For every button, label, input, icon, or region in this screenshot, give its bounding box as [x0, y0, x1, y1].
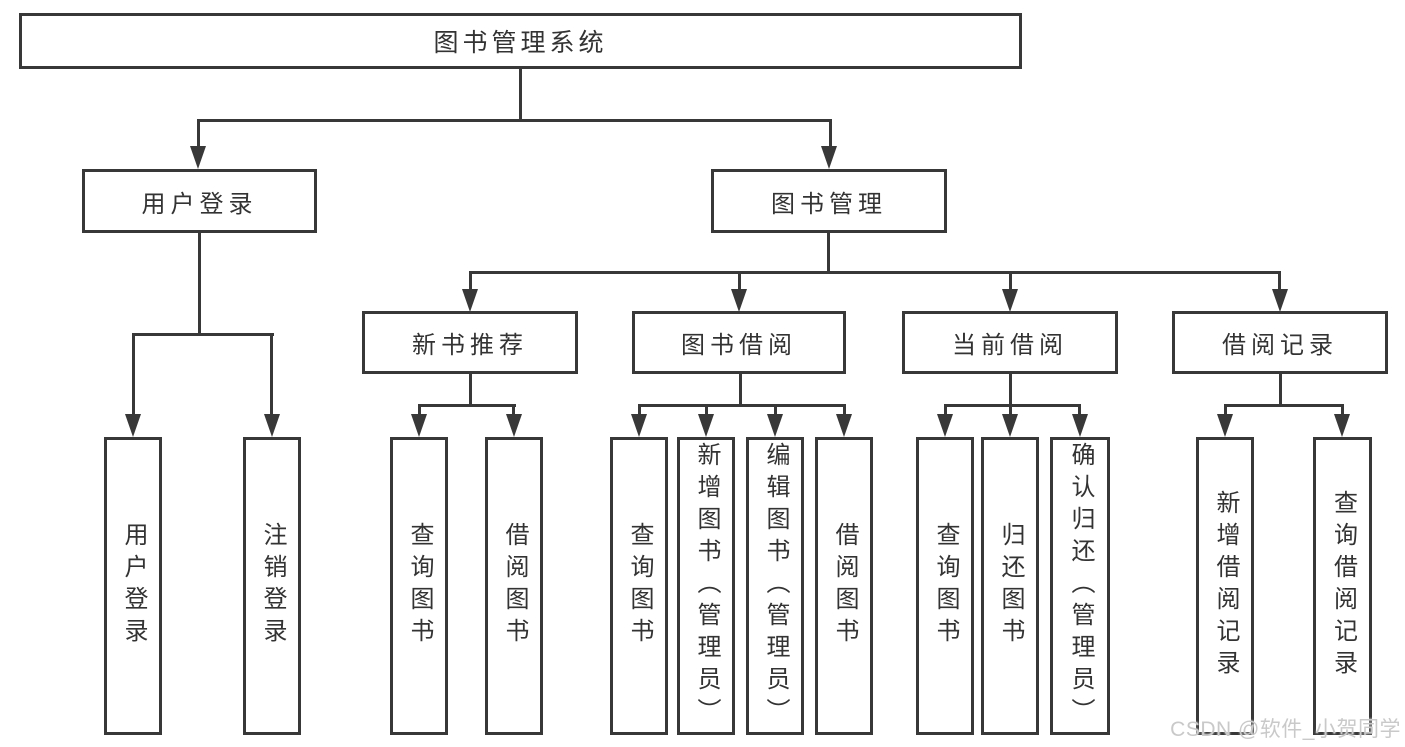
node-user-login: 用户登录 — [82, 169, 317, 233]
edge-drop-leaf — [512, 404, 515, 417]
arrowhead-down-icon — [1217, 414, 1233, 437]
edge-drop-leaf — [944, 404, 947, 417]
leaf-return-books: 归还图书 — [981, 437, 1039, 735]
edge-drop-user-login — [197, 119, 200, 149]
node-book-borrowing: 图书借阅 — [632, 311, 846, 374]
leaf-label: 新增图书（管理员） — [693, 442, 720, 730]
edge-drop-currentborrow — [1009, 271, 1012, 293]
leaf-label: 编辑图书（管理员） — [762, 442, 789, 730]
edge-drop-book-mgmt — [829, 119, 832, 149]
edge-drop-leaf — [1224, 404, 1227, 417]
leaf-borrow-books-recommend: 借阅图书 — [485, 437, 543, 735]
edge-bookmgmt-branch — [469, 271, 1281, 274]
leaf-label: 注销登录 — [259, 522, 286, 650]
leaf-label: 查询图书 — [626, 522, 653, 650]
edge-drop-leaf — [418, 404, 421, 417]
arrowhead-down-icon — [190, 146, 206, 169]
arrowhead-down-icon — [698, 414, 714, 437]
arrowhead-down-icon — [1272, 289, 1288, 312]
node-label: 当前借阅 — [952, 332, 1068, 359]
edge-drop-borrowrecords — [1278, 271, 1281, 293]
leaf-label: 新增借阅记录 — [1212, 490, 1239, 682]
leaf-label: 确认归还（管理员） — [1067, 442, 1094, 730]
leaf-label: 用户登录 — [120, 522, 147, 650]
arrowhead-down-icon — [411, 414, 427, 437]
leaf-user-login: 用户登录 — [104, 437, 162, 735]
edge-drop-leaf — [132, 333, 135, 417]
leaf-add-borrow-record: 新增借阅记录 — [1196, 437, 1254, 735]
leaf-add-books-admin: 新增图书（管理员） — [677, 437, 735, 735]
edge-drop-leaf — [1341, 404, 1344, 417]
leaf-label: 查询图书 — [406, 522, 433, 650]
edge-newbook-stem — [469, 374, 472, 407]
node-label: 用户登录 — [141, 190, 258, 218]
leaf-query-books-current: 查询图书 — [916, 437, 974, 735]
edge-userlogin-stem — [198, 233, 201, 336]
edge-drop-leaf — [774, 404, 777, 417]
leaf-label: 借阅图书 — [831, 522, 858, 650]
node-book-management: 图书管理 — [711, 169, 947, 233]
leaf-borrow-books-borrowing: 借阅图书 — [815, 437, 873, 735]
arrowhead-down-icon — [1002, 414, 1018, 437]
edge-drop-leaf — [270, 333, 273, 417]
edge-drop-leaf — [638, 404, 641, 417]
edge-newbook-branch — [418, 404, 516, 407]
node-label: 新书推荐 — [412, 332, 528, 359]
leaf-query-borrow-record: 查询借阅记录 — [1313, 437, 1372, 735]
leaf-label: 借阅图书 — [501, 522, 528, 650]
leaf-logout: 注销登录 — [243, 437, 301, 735]
node-root-library-system: 图书管理系统 — [19, 13, 1022, 69]
arrowhead-down-icon — [125, 414, 141, 437]
edge-bookmgmt-stem — [827, 233, 830, 274]
edge-root-stem — [519, 68, 522, 121]
edge-drop-bookborrow — [738, 271, 741, 293]
arrowhead-down-icon — [767, 414, 783, 437]
node-label: 图书借阅 — [681, 332, 797, 359]
edge-root-branch — [197, 119, 832, 122]
leaf-edit-books-admin: 编辑图书（管理员） — [746, 437, 804, 735]
arrowhead-down-icon — [462, 289, 478, 312]
arrowhead-down-icon — [937, 414, 953, 437]
arrowhead-down-icon — [631, 414, 647, 437]
leaf-query-books-recommend: 查询图书 — [390, 437, 448, 735]
arrowhead-down-icon — [1334, 414, 1350, 437]
leaf-label: 归还图书 — [997, 522, 1024, 650]
leaf-query-books-borrowing: 查询图书 — [610, 437, 668, 735]
leaf-confirm-return-admin: 确认归还（管理员） — [1050, 437, 1110, 735]
edge-borrowrecords-branch — [1224, 404, 1344, 407]
node-label: 借阅记录 — [1222, 332, 1338, 359]
edge-bookborrow-branch — [638, 404, 846, 407]
arrowhead-down-icon — [1002, 289, 1018, 312]
edge-userlogin-branch — [132, 333, 274, 336]
arrowhead-down-icon — [506, 414, 522, 437]
arrowhead-down-icon — [731, 289, 747, 312]
leaf-label: 查询借阅记录 — [1329, 490, 1357, 682]
edge-currentborrow-stem — [1009, 374, 1012, 407]
node-label: 图书管理 — [771, 190, 887, 218]
arrowhead-down-icon — [836, 414, 852, 437]
arrowhead-down-icon — [821, 146, 837, 169]
edge-drop-leaf — [705, 404, 708, 417]
edge-drop-newbook — [469, 271, 472, 293]
csdn-watermark: CSDN @软件_小贺同学 — [1170, 718, 1401, 741]
arrowhead-down-icon — [264, 414, 280, 437]
node-label: 图书管理系统 — [433, 29, 608, 57]
arrowhead-down-icon — [1072, 414, 1088, 437]
edge-borrowrecords-stem — [1279, 374, 1282, 407]
edge-currentborrow-branch — [944, 404, 1081, 407]
node-current-borrowing: 当前借阅 — [902, 311, 1118, 374]
edge-drop-leaf — [843, 404, 846, 417]
node-new-book-recommend: 新书推荐 — [362, 311, 578, 374]
edge-drop-leaf — [1078, 404, 1081, 417]
node-borrowing-records: 借阅记录 — [1172, 311, 1388, 374]
leaf-label: 查询图书 — [932, 522, 959, 650]
edge-drop-leaf — [1009, 404, 1012, 417]
edge-bookborrow-stem — [739, 374, 742, 407]
